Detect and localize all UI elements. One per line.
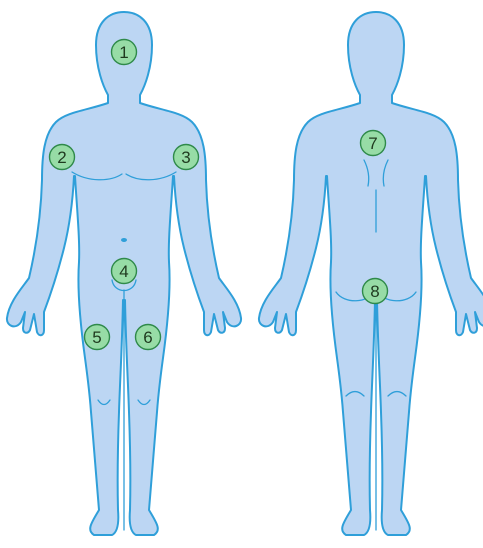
marker-4: 4 <box>112 259 137 284</box>
marker-label: 4 <box>119 262 128 281</box>
marker-label: 7 <box>368 134 377 153</box>
marker-label: 8 <box>370 282 379 301</box>
marker-label: 5 <box>92 328 101 347</box>
marker-6: 6 <box>136 325 161 350</box>
marker-2: 2 <box>50 145 75 170</box>
marker-label: 3 <box>181 148 190 167</box>
marker-label: 6 <box>143 328 152 347</box>
marker-8: 8 <box>363 279 388 304</box>
marker-3: 3 <box>174 145 199 170</box>
marker-5: 5 <box>85 325 110 350</box>
back-silhouette <box>259 12 483 535</box>
marker-label: 2 <box>57 148 66 167</box>
marker-1: 1 <box>112 40 137 65</box>
navel <box>121 238 127 242</box>
marker-7: 7 <box>361 131 386 156</box>
back-view-figure <box>259 12 483 535</box>
marker-label: 1 <box>119 43 128 62</box>
